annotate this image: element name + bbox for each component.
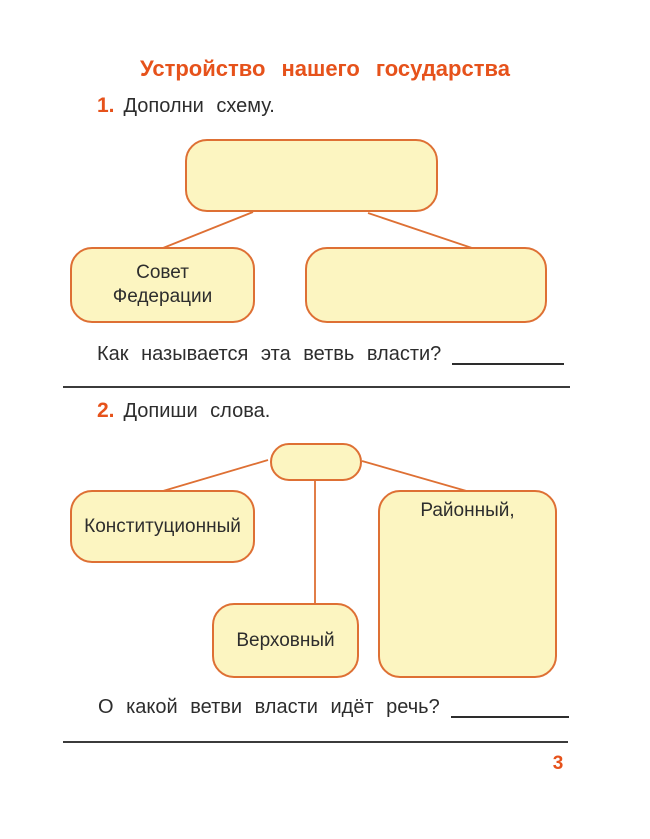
task1-question-line: Как называется эта ветвь власти? (97, 343, 565, 365)
task2-instruction: Допиши слова. (123, 400, 271, 422)
task1-question: Как называется эта ветвь власти? (97, 343, 442, 365)
task2-question-line: О какой ветви власти идёт речь? (98, 696, 569, 718)
task1-instruction: Дополни схему. (123, 95, 275, 117)
connector-line (162, 211, 254, 249)
scheme2-left-box: Конституционный (70, 490, 255, 563)
scheme2-right-box[interactable]: Районный, (378, 490, 557, 678)
scheme2-middle-box-label: Верховный (236, 629, 335, 651)
connector-line (162, 459, 269, 492)
connector-line (361, 460, 471, 493)
scheme1-left-box: Совет Федерации (70, 247, 255, 323)
scheme2-right-box-label: Районный, (420, 500, 515, 521)
connector-line (367, 212, 473, 249)
task1-number: 1. (97, 94, 115, 117)
page-number: 3 (552, 753, 564, 774)
task2-answer-blank[interactable] (450, 698, 569, 718)
scheme2-top-box-empty[interactable] (270, 443, 362, 481)
task2-number: 2. (97, 399, 115, 422)
scheme1-top-box-empty[interactable] (185, 139, 438, 212)
scheme2-left-box-label: Конституционный (84, 515, 241, 537)
scheme1-right-box-empty[interactable] (305, 247, 547, 323)
task1-answer-blank[interactable] (452, 345, 565, 365)
scheme1-left-box-label: Совет Федерации (112, 262, 213, 307)
scheme2-middle-box: Верховный (212, 603, 359, 678)
task1-instruction-line: 1. Дополни схему. (97, 94, 275, 118)
task2-instruction-line: 2. Допиши слова. (97, 399, 270, 423)
section-divider (63, 386, 570, 388)
task2-question: О какой ветви власти идёт речь? (98, 696, 440, 718)
footer-divider (63, 741, 568, 743)
page-title: Устройство нашего государства (140, 56, 510, 81)
